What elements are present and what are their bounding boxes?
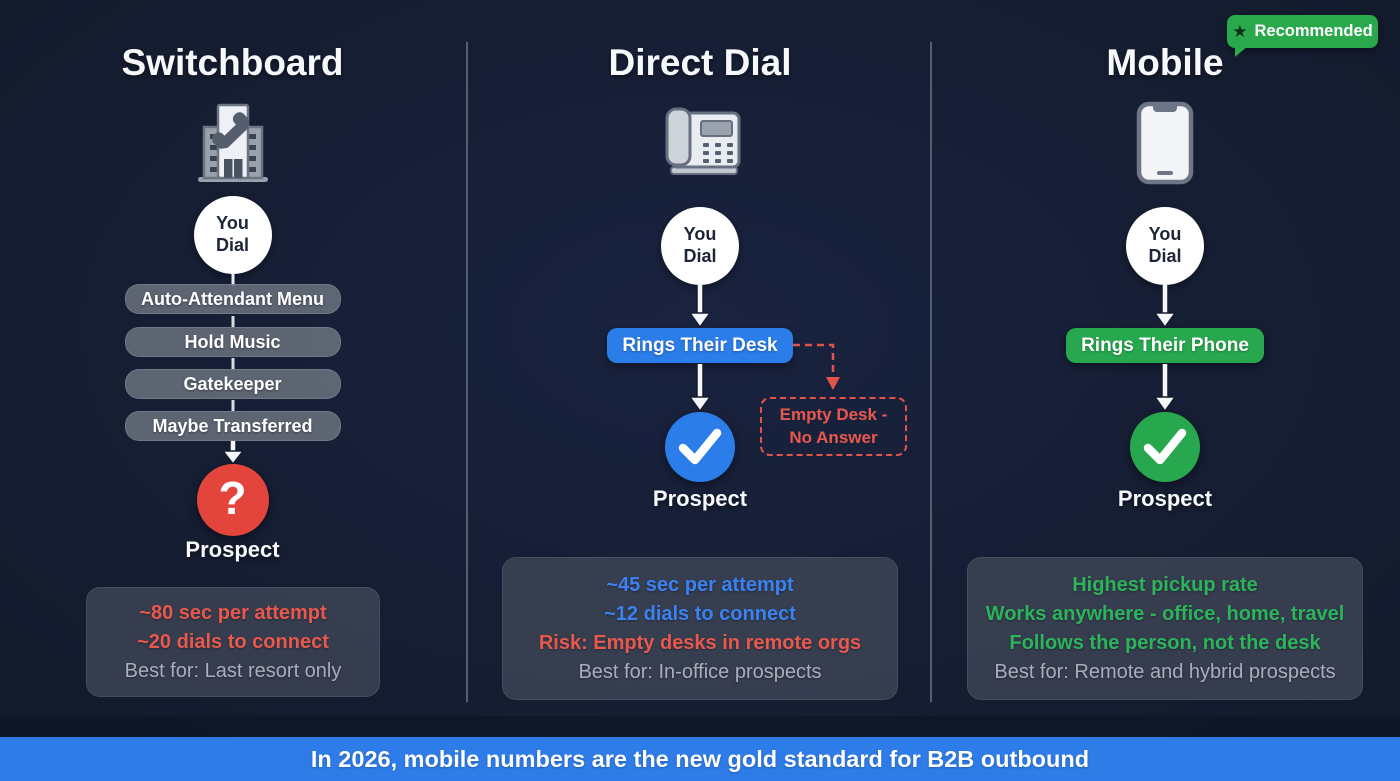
you-dial-line1: You <box>216 213 249 234</box>
flow-connector <box>231 274 234 286</box>
stats-box-switchboard: ~80 sec per attempt ~20 dials to connect… <box>86 587 380 697</box>
checkmark-icon <box>678 428 722 465</box>
column-title: Mobile <box>1106 42 1224 83</box>
rings-their-phone-pill: Rings Their Phone <box>1066 328 1264 363</box>
you-dial-node: You Dial <box>193 196 272 274</box>
column-switchboard: Switchboard <box>40 0 425 737</box>
down-arrow-icon <box>686 285 714 328</box>
success-check-circle <box>1130 412 1200 482</box>
column-divider <box>466 42 468 702</box>
badge-label: Recommended <box>1254 22 1373 40</box>
you-dial-node: You Dial <box>661 207 739 285</box>
you-dial-line2: Dial <box>1148 246 1182 266</box>
stats-box-direct-dial: ~45 sec per attempt ~12 dials to connect… <box>502 557 898 700</box>
bottom-shade <box>0 716 1400 737</box>
you-dial-line2: Dial <box>215 235 249 255</box>
column-title: Switchboard <box>121 42 344 83</box>
you-dial-line2: Dial <box>683 246 717 266</box>
column-title: Direct Dial <box>608 42 792 83</box>
empty-desk-callout: Empty Desk - No Answer <box>760 397 907 456</box>
uncertain-outcome-circle: ? <box>196 464 269 536</box>
stat-line: Risk: Empty desks in remote orgs <box>538 631 862 654</box>
column-divider <box>930 42 932 702</box>
down-arrow-icon <box>220 441 246 465</box>
step-auto-attendant: Auto-Attendant Menu <box>124 284 341 314</box>
rings-their-desk-pill: Rings Their Desk <box>607 328 793 363</box>
stat-line: Best for: Remote and hybrid prospects <box>994 660 1336 683</box>
star-icon: ★ <box>1232 22 1248 41</box>
prospect-label: Prospect <box>1117 486 1213 511</box>
stat-line: Follows the person, not the desk <box>1009 631 1321 654</box>
you-dial-line1: You <box>683 224 717 245</box>
you-dial-node: You Dial <box>1126 207 1204 285</box>
prospect-label: Prospect <box>185 537 280 562</box>
you-dial-line1: You <box>1148 224 1182 245</box>
down-arrow-icon <box>1151 364 1179 412</box>
step-hold-music: Hold Music <box>124 327 341 357</box>
prospect-label: Prospect <box>652 486 748 511</box>
stat-line: ~20 dials to connect <box>137 630 329 653</box>
step-gatekeeper: Gatekeeper <box>124 369 341 399</box>
success-check-circle <box>665 412 735 482</box>
column-mobile: ★ Recommended Mobile You Dial Rings Thei… <box>965 0 1378 737</box>
step-maybe-transferred: Maybe Transferred <box>124 411 341 441</box>
recommended-badge: ★ Recommended <box>1227 15 1378 48</box>
checkmark-icon <box>1143 428 1187 465</box>
badge-tail <box>1235 46 1248 57</box>
question-mark-icon: ? <box>218 472 247 524</box>
stat-line: Best for: In-office prospects <box>578 660 822 683</box>
bottom-banner: In 2026, mobile numbers are the new gold… <box>0 737 1400 781</box>
risk-dashed-connector <box>792 334 850 400</box>
flow-connector <box>231 358 234 369</box>
flow-connector <box>231 316 234 327</box>
stat-line: ~80 sec per attempt <box>139 601 327 624</box>
office-building-phone-icon <box>193 100 273 184</box>
banner-text: In 2026, mobile numbers are the new gold… <box>310 745 1090 772</box>
stat-line: ~45 sec per attempt <box>606 573 794 596</box>
desk-phone-icon <box>657 103 743 179</box>
stat-line: Highest pickup rate <box>1072 573 1258 596</box>
flow-connector <box>231 400 234 411</box>
down-arrow-icon <box>1151 285 1179 328</box>
column-direct-dial: Direct Dial You Dial <box>500 0 907 737</box>
stat-line: Best for: Last resort only <box>124 659 342 682</box>
stat-line: ~12 dials to connect <box>604 602 796 625</box>
stat-line: Works anywhere - office, home, travel <box>985 602 1345 625</box>
smartphone-icon <box>1136 101 1194 185</box>
stats-box-mobile: Highest pickup rate Works anywhere - off… <box>967 557 1363 700</box>
down-arrow-icon <box>686 364 714 412</box>
